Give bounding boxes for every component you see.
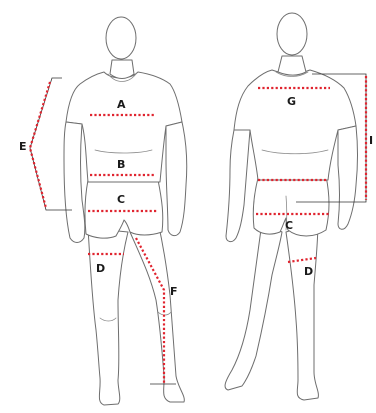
back-label-i: I [369,134,373,147]
front-label-d: D [96,262,105,275]
front-right-leg [130,222,184,402]
front-label-b: B [117,158,125,171]
front-measure-e [30,82,50,208]
back-left-leg [225,222,282,390]
front-left-arm [64,122,85,243]
back-left-arm [226,130,250,242]
back-label-c: C [285,219,293,232]
front-label-a: A [117,98,126,111]
back-right-leg [286,222,318,400]
front-label-f: F [170,285,178,298]
front-right-arm [166,122,187,236]
back-right-arm [338,126,358,229]
front-neck [110,60,134,79]
back-label-g: G [287,95,296,108]
back-figure [225,13,357,400]
front-head [106,17,136,59]
back-neck [278,56,306,75]
back-label-d: D [304,265,313,278]
back-head [277,13,307,55]
front-label-e: E [19,140,27,153]
front-label-c: C [117,193,125,206]
front-shorts [85,180,163,238]
